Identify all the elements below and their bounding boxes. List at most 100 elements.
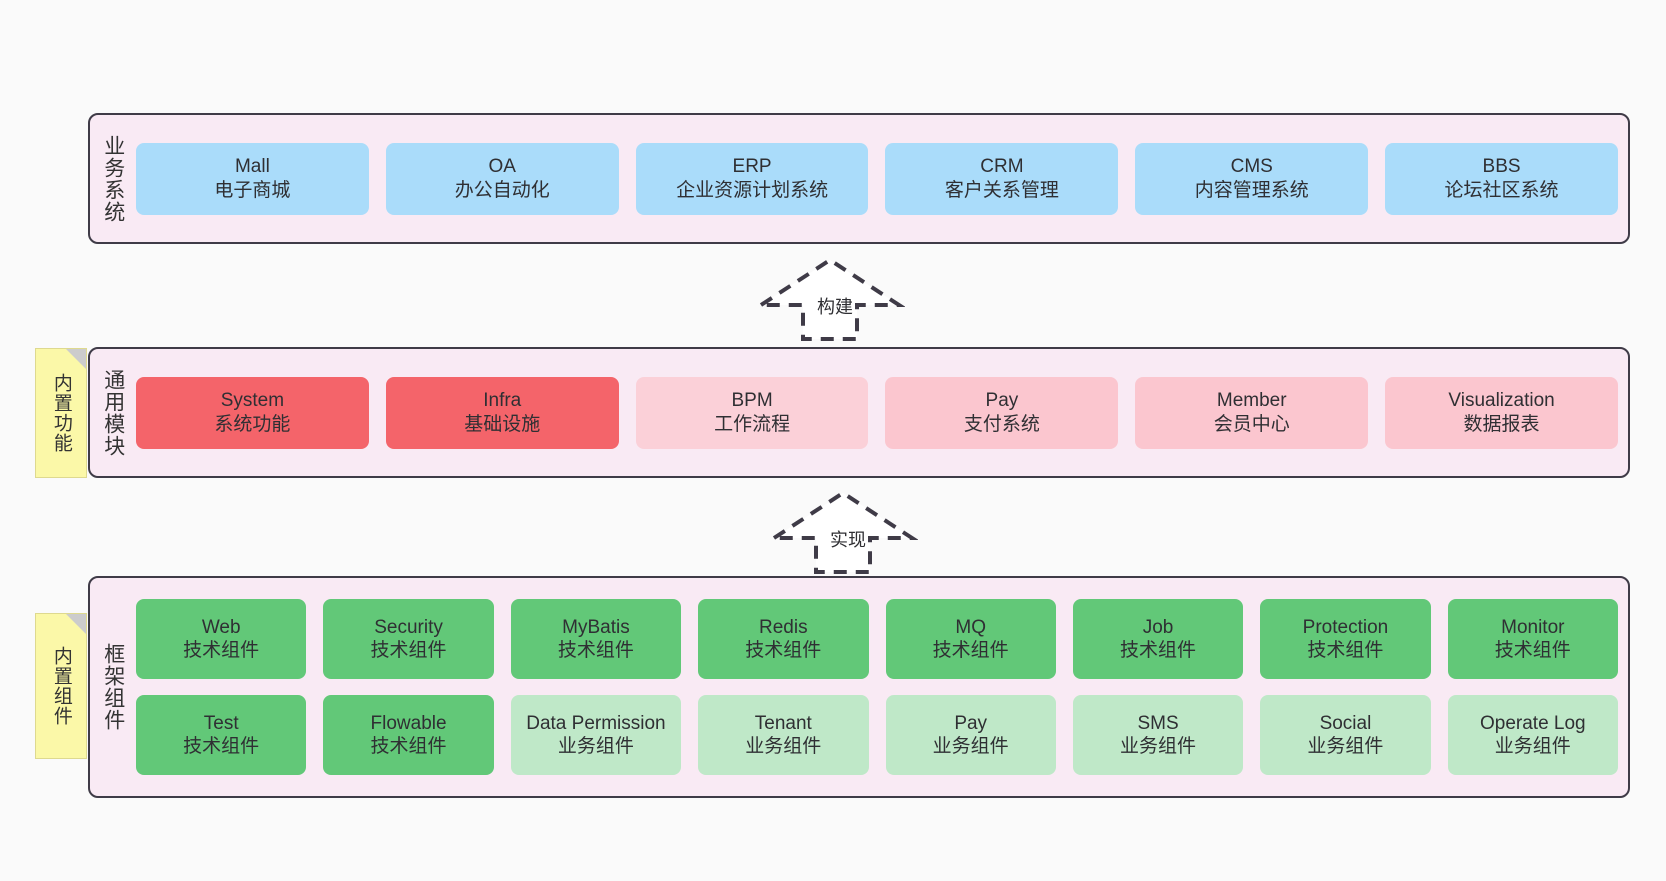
card-crm[interactable]: CRM 客户关系管理 [885,142,1119,215]
card-title-cn: 电子商城 [214,179,291,201]
card-erp[interactable]: ERP 企业资源计划系统 [635,142,869,215]
card-web[interactable]: Web 技术组件 [136,599,307,679]
card-data-permission[interactable]: Data Permission 业务组件 [510,695,682,775]
layer-title-framework-components: 框架组件 [101,643,125,731]
card-infra[interactable]: Infra 基础设施 [385,376,619,449]
card-row: Test 技术组件 Flowable 技术组件 Data Permission … [136,695,1618,775]
card-operate-log[interactable]: Operate Log 业务组件 [1447,695,1618,775]
card-system[interactable]: System 系统功能 [136,376,369,449]
layer-body-framework-components: Web 技术组件 Security 技术组件 MyBatis 技术组件 Redi… [136,578,1628,796]
card-title-cn: 系统功能 [214,413,291,435]
card-mybatis[interactable]: MyBatis 技术组件 [510,599,682,679]
card-social[interactable]: Social 业务组件 [1260,695,1431,775]
card-title-cn: 技术组件 [1307,640,1384,661]
card-pay-module[interactable]: Pay 支付系统 [885,376,1119,449]
card-redis[interactable]: Redis 技术组件 [698,599,869,679]
card-title-en: Operate Log [1479,712,1586,734]
card-bpm[interactable]: BPM 工作流程 [635,376,869,449]
card-security[interactable]: Security 技术组件 [323,599,494,679]
card-title-en: Web [201,616,241,638]
dashed-block-arrow-up-icon [754,257,906,341]
card-title-cn: 企业资源计划系统 [676,179,829,201]
card-title-en: Infra [483,390,522,412]
arrow-label-build: 构建 [817,297,853,317]
card-title-cn: 技术组件 [745,640,822,661]
card-title-cn: 业务组件 [745,736,822,757]
card-title-cn: 办公自动化 [454,179,550,201]
card-title-en: Security [374,616,443,638]
card-title-en: Monitor [1501,616,1565,638]
card-title-en: CRM [980,156,1024,178]
card-oa[interactable]: OA 办公自动化 [385,142,619,215]
card-title-en: BPM [731,390,773,412]
card-title-en: Tenant [754,712,812,734]
layer-general-modules: 通用模块 System 系统功能 Infra 基础设施 BPM 工作流程 Pay… [88,347,1630,478]
dashed-block-arrow-up-icon [767,490,919,574]
card-title-cn: 业务组件 [1494,736,1571,757]
card-title-cn: 业务组件 [932,736,1009,757]
card-title-en: Data Permission [526,712,666,734]
card-mall[interactable]: Mall 电子商城 [136,142,369,215]
card-title-cn: 技术组件 [370,640,447,661]
card-title-en: SMS [1137,712,1179,734]
card-title-en: Pay [954,712,988,734]
card-sms[interactable]: SMS 业务组件 [1072,695,1244,775]
card-row: Web 技术组件 Security 技术组件 MyBatis 技术组件 Redi… [136,599,1618,679]
card-title-en: System [220,390,285,412]
card-title-cn: 支付系统 [963,413,1040,435]
card-title-cn: 论坛社区系统 [1444,179,1559,201]
card-title-cn: 技术组件 [1120,640,1197,661]
card-title-en: MyBatis [562,616,630,638]
card-title-en: ERP [732,156,772,178]
layer-body-business-systems: Mall 电子商城 OA 办公自动化 ERP 企业资源计划系统 CRM 客户关系… [136,115,1628,242]
card-title-en: CMS [1230,156,1273,178]
card-tenant[interactable]: Tenant 业务组件 [698,695,869,775]
card-pay-component[interactable]: Pay 业务组件 [885,695,1056,775]
card-title-en: MQ [955,616,986,638]
card-bbs[interactable]: BBS 论坛社区系统 [1385,142,1618,215]
card-title-cn: 技术组件 [1494,640,1571,661]
sticky-note-builtin-component: 内置组件 [35,613,87,759]
card-mq[interactable]: MQ 技术组件 [885,599,1056,679]
card-cms[interactable]: CMS 内容管理系统 [1135,142,1369,215]
card-title-en: Protection [1302,616,1389,638]
layer-business-systems: 业务系统 Mall 电子商城 OA 办公自动化 ERP 企业资源计划系统 CRM… [88,113,1630,244]
layer-title-general-modules: 通用模块 [101,368,125,457]
arrow-label-implement: 实现 [830,530,866,550]
card-title-en: Member [1216,390,1287,412]
card-member[interactable]: Member 会员中心 [1135,376,1369,449]
card-title-cn: 技术组件 [370,736,447,757]
card-title-cn: 业务组件 [1120,736,1197,757]
card-title-cn: 数据报表 [1463,413,1540,435]
card-title-cn: 技术组件 [557,640,634,661]
card-title-cn: 业务组件 [557,736,634,757]
card-title-en: OA [488,156,516,178]
arrow-build: 构建 [754,255,906,343]
card-row: System 系统功能 Infra 基础设施 BPM 工作流程 Pay 支付系统… [136,376,1618,449]
card-visualization[interactable]: Visualization 数据报表 [1385,376,1618,449]
card-title-cn: 会员中心 [1213,413,1290,435]
card-protection[interactable]: Protection 技术组件 [1260,599,1431,679]
card-title-en: Test [203,712,239,734]
card-test[interactable]: Test 技术组件 [136,695,307,775]
card-title-cn: 技术组件 [183,736,260,757]
card-title-cn: 基础设施 [464,413,541,435]
card-title-en: Job [1142,616,1174,638]
layer-framework-components: 框架组件 Web 技术组件 Security 技术组件 MyBatis 技术组件… [88,576,1630,798]
card-title-cn: 内容管理系统 [1194,179,1309,201]
card-job[interactable]: Job 技术组件 [1072,599,1244,679]
layer-body-general-modules: System 系统功能 Infra 基础设施 BPM 工作流程 Pay 支付系统… [136,349,1628,476]
card-title-cn: 技术组件 [183,640,260,661]
card-monitor[interactable]: Monitor 技术组件 [1447,599,1618,679]
card-title-en: Mall [234,156,270,178]
card-title-cn: 技术组件 [932,640,1009,661]
arrow-implement: 实现 [767,488,919,576]
card-row: Mall 电子商城 OA 办公自动化 ERP 企业资源计划系统 CRM 客户关系… [136,142,1618,215]
card-flowable[interactable]: Flowable 技术组件 [323,695,494,775]
card-title-en: Visualization [1448,390,1555,412]
layer-title-business-systems: 业务系统 [101,134,125,223]
card-title-en: Pay [985,390,1019,412]
card-title-cn: 客户关系管理 [944,179,1059,201]
card-title-cn: 工作流程 [714,413,791,435]
